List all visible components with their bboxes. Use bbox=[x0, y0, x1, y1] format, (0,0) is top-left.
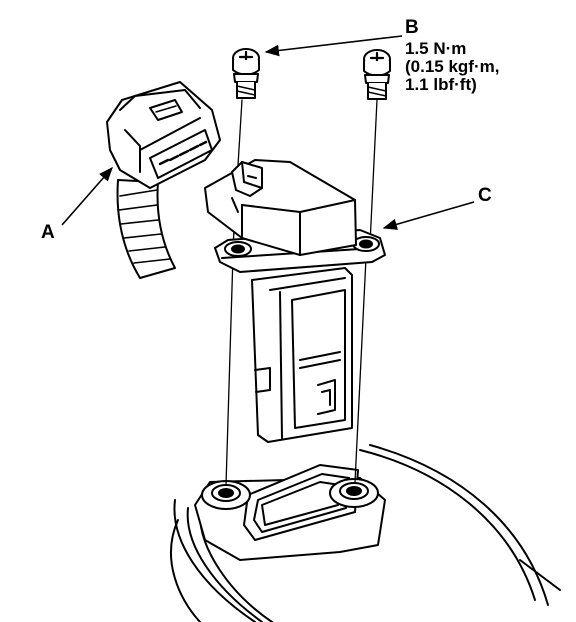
leader-line-a bbox=[61, 166, 113, 226]
connector-icon bbox=[106, 81, 221, 279]
screw-icon bbox=[232, 48, 260, 99]
screw-icon bbox=[363, 49, 391, 100]
torque-spec: 1.5 N·m (0.15 kgf·m, 1.1 lbf·ft) bbox=[405, 40, 499, 94]
leader-lines bbox=[61, 35, 475, 230]
torque-spec-kgf: (0.15 kgf·m, bbox=[405, 56, 500, 76]
callout-label-c: C bbox=[478, 185, 492, 206]
sensor-icon bbox=[204, 159, 386, 443]
callout-label-a: A bbox=[41, 222, 55, 243]
intake-duct-icon bbox=[169, 444, 561, 622]
leader-line-b bbox=[264, 35, 403, 57]
torque-spec-metric: 1.5 N·m bbox=[405, 39, 467, 58]
torque-spec-lbf: 1.1 lbf·ft) bbox=[405, 74, 477, 94]
leader-line-c bbox=[382, 201, 475, 230]
callout-label-b: B bbox=[405, 17, 419, 38]
